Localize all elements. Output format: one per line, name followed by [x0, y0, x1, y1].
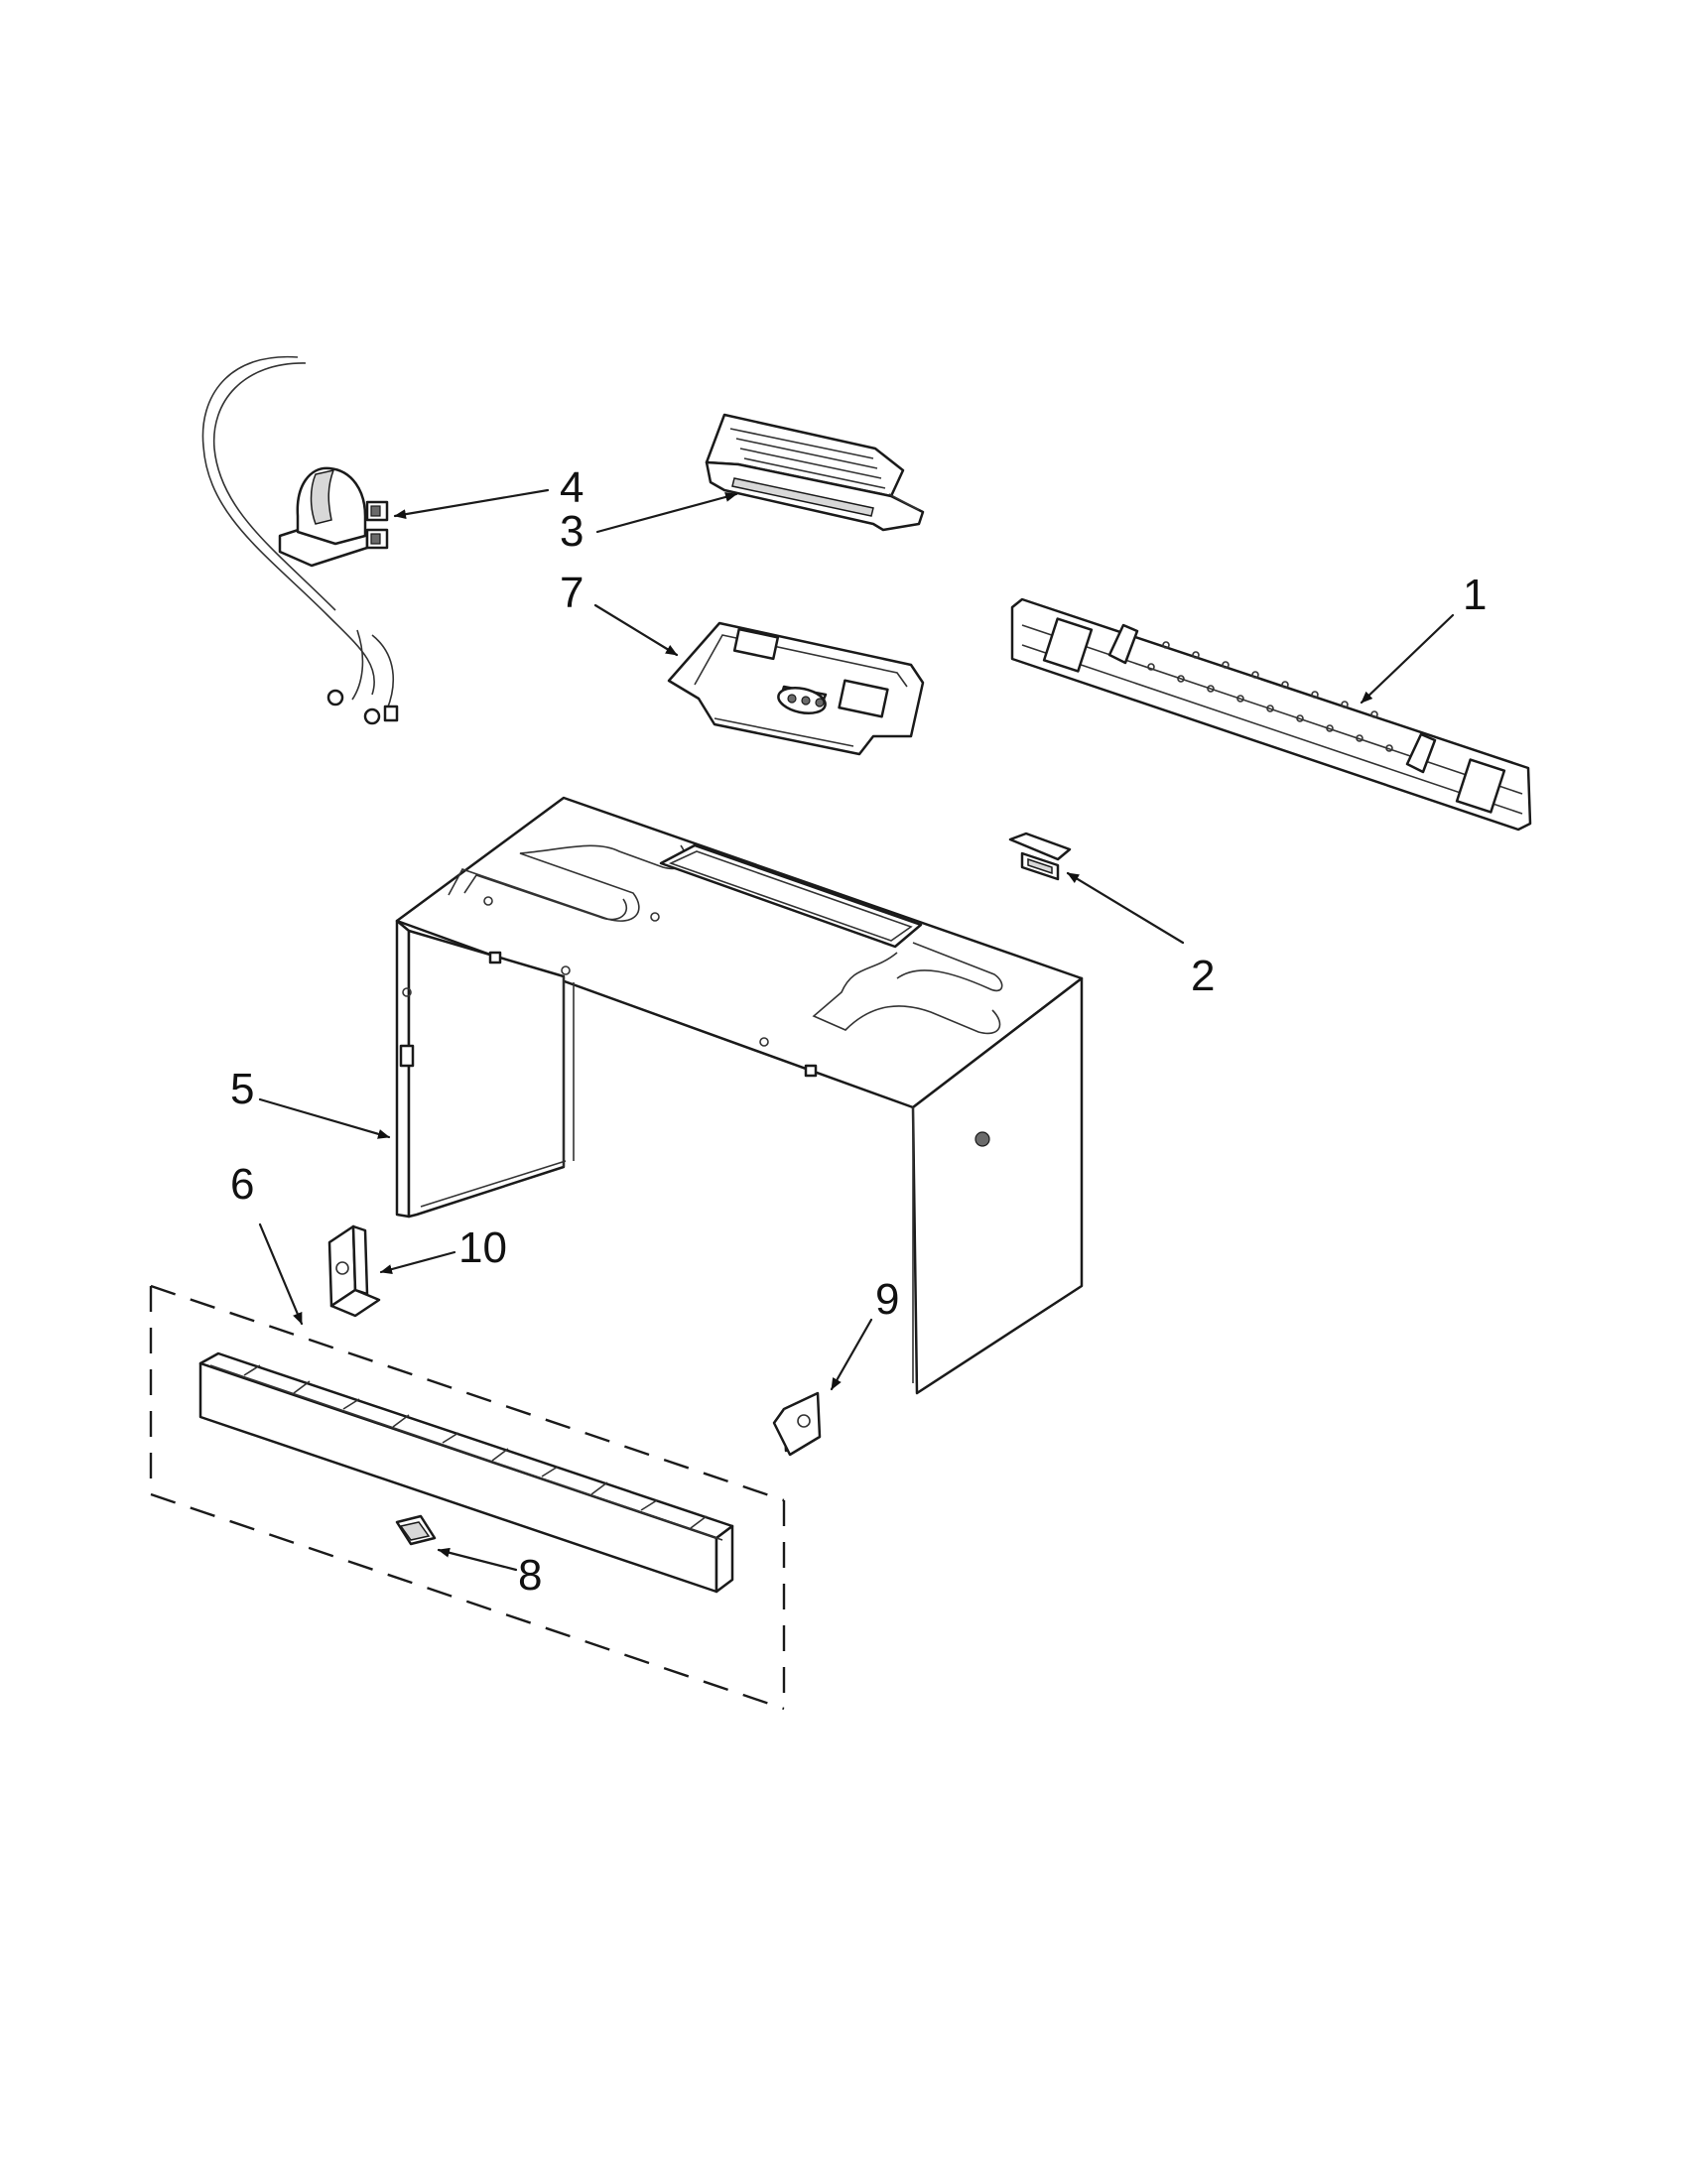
- callout-4: 4: [560, 463, 584, 512]
- clip-part: [1008, 832, 1072, 881]
- callout-8: 8: [518, 1551, 542, 1600]
- callout-5: 5: [230, 1065, 254, 1113]
- rail-holes: [1147, 641, 1393, 752]
- filter-part: [395, 1514, 437, 1546]
- grille-slats: [243, 1364, 708, 1529]
- leader-lines: [258, 488, 1455, 1572]
- callout-1: 1: [1463, 571, 1487, 619]
- callout-7: 7: [560, 569, 584, 617]
- callout-9: 9: [875, 1275, 899, 1324]
- callout-2: 2: [1191, 952, 1215, 1000]
- vent-grille-assembly-group: [149, 1284, 786, 1711]
- callout-6: 6: [230, 1160, 254, 1209]
- top-vent-part: [705, 413, 925, 532]
- right-bracket-part: [772, 1391, 822, 1457]
- power-cord-part: [201, 355, 399, 725]
- callout-3: 3: [560, 507, 584, 556]
- callout-10: 10: [458, 1223, 507, 1272]
- callout-labels: 1 2 3 4 5 6 7 8 9 10: [230, 463, 1487, 1600]
- left-bracket-part: [327, 1224, 381, 1318]
- cabinet-wrapper-part: [395, 796, 1084, 1395]
- mounting-plate-part: [667, 621, 925, 756]
- mounting-rail-part: [1010, 597, 1532, 832]
